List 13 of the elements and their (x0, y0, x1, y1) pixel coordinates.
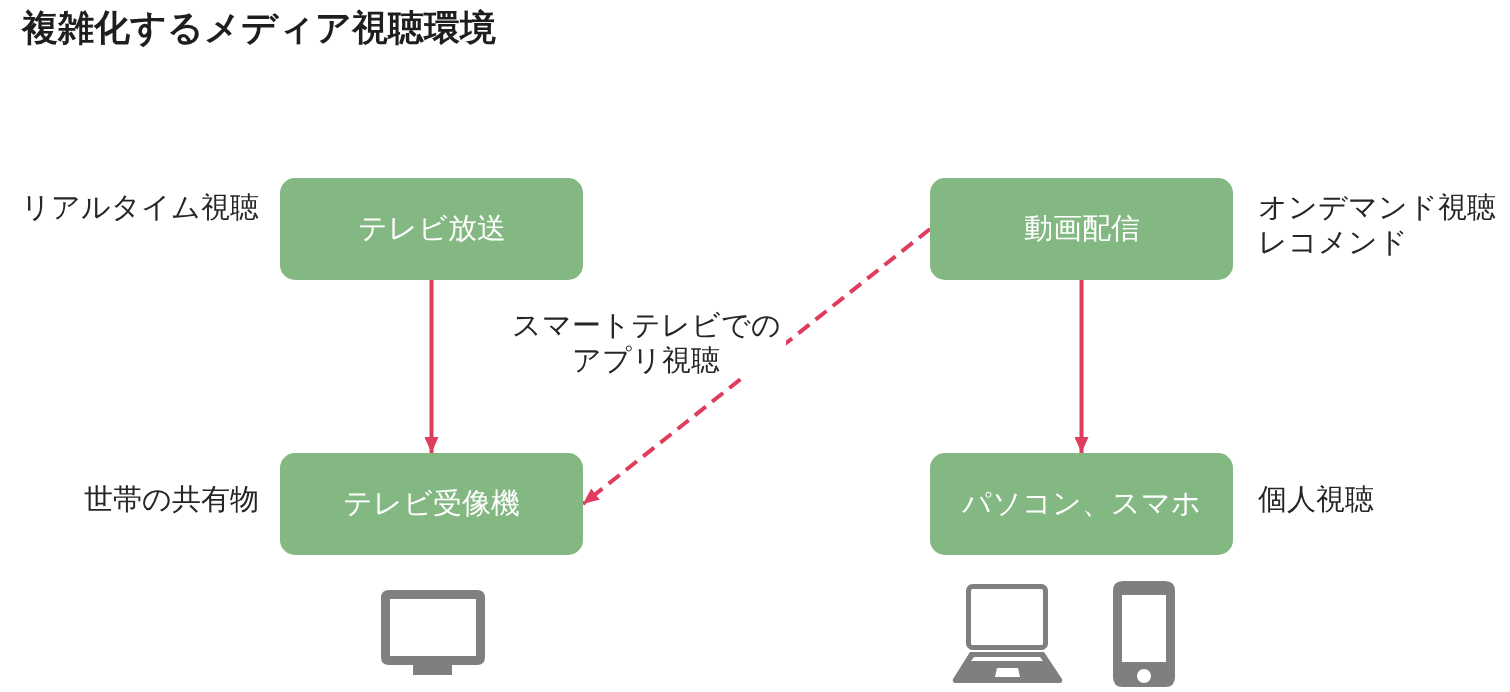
process-box: テレビ放送 (280, 178, 583, 280)
arrow (1074, 280, 1089, 453)
side-label: レコメンド (1258, 225, 1408, 260)
process-box: テレビ受像機 (280, 453, 583, 555)
process-box: 動画配信 (930, 178, 1233, 280)
side-label: リアルタイム視聴 (21, 190, 259, 225)
process-box: パソコン、スマホ (930, 453, 1233, 555)
side-label: 世帯の共有物 (84, 482, 259, 517)
side-label: オンデマンド視聴 (1258, 190, 1496, 225)
arrow (581, 227, 932, 506)
arrow (424, 280, 439, 453)
title: 複雑化するメディア視聴環境 (22, 6, 496, 50)
side-label: 個人視聴 (1258, 482, 1374, 517)
